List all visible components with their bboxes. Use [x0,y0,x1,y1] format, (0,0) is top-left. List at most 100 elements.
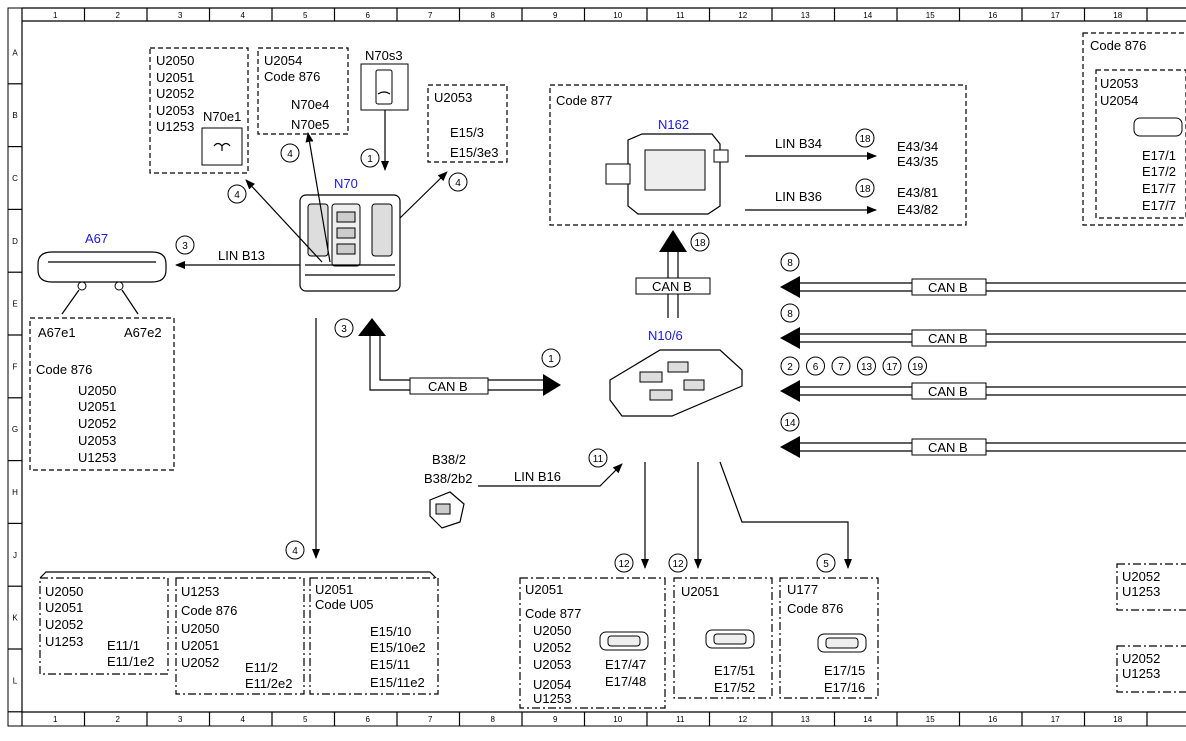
code-text: Code 876 [1090,38,1146,53]
bus-label: LIN B16 [514,469,561,484]
ref-circle: 13 [861,362,873,373]
code-text: U2052 [45,617,83,632]
ref-circle: 4 [287,149,293,160]
code-text: U2053 [78,433,116,448]
item-text: E15/10e2 [370,640,426,655]
ref-circle: 3 [341,324,347,335]
ref-circle: 12 [618,559,630,570]
box-bottom-2 [175,577,305,695]
box-bottom-6 [779,577,879,699]
ref-circle: 4 [234,190,240,201]
b38-label: B38/2b2 [424,471,472,486]
code-text: U1253 [156,119,194,134]
code-text: U2051 [78,399,116,414]
can-arrow-up [659,230,687,252]
column-label: 1 [53,11,58,20]
item-text: E11/1 [107,638,140,653]
code-text: U2053 [434,90,472,105]
can-arrow-up [358,318,386,336]
ref-circle: 2 [787,362,793,373]
column-label: 8 [491,11,496,20]
column-label: 3 [178,715,183,724]
box-right-top [1082,32,1186,226]
item-text: E15/11 [370,657,410,672]
code-text: U2051 [45,600,83,615]
column-label: 14 [863,11,872,20]
item-text: N70e5 [291,117,329,132]
box-top-left [149,47,249,174]
code-text: U2052 [181,655,219,670]
item-text: E17/52 [714,680,755,695]
item-text: E17/7 [1142,198,1176,213]
box-right-bottom-2 [1116,645,1186,693]
code-text: U2054 [1100,93,1138,108]
box-bottom-4 [519,577,666,709]
code-text: Code 876 [264,69,320,84]
column-label: 14 [863,715,872,724]
box-u2053 [427,84,508,163]
code-text: Code 876 [181,603,237,618]
column-label: 15 [926,11,935,20]
group-brace [39,571,437,579]
code-text: U2052 [156,86,194,101]
code-text: U2050 [45,584,83,599]
code-text: U1253 [45,634,83,649]
item-text: N70e4 [291,97,329,112]
bus-label: CAN B [928,440,968,455]
lamp-icon [705,629,755,649]
column-label: 4 [241,11,246,20]
column-label: 2 [116,715,121,724]
n10-6-label: N10/6 [648,328,683,343]
row-label: L [13,676,18,685]
column-label: 10 [613,11,622,20]
ref-circle: 14 [784,418,796,429]
ref-circle: 7 [838,362,844,373]
ref-circle: 1 [367,154,373,165]
row-label: B [12,111,17,120]
ref-circle: 19 [912,362,924,373]
code-text: U1253 [1122,584,1160,599]
code-text: U2053 [1100,76,1138,91]
item-text: E43/35 [897,154,938,169]
row-label: E [12,300,17,309]
column-label: 2 [116,11,121,20]
column-label: 15 [926,715,935,724]
row-label: K [12,614,18,623]
row-label: C [12,174,18,183]
column-label: 17 [1051,715,1060,724]
ref-circle: 12 [672,559,684,570]
mic-icon [114,281,124,291]
bus-label: CAN B [428,379,468,394]
n70s3-label: N70s3 [365,48,403,63]
ref-circle: 6 [813,362,819,373]
item-text: E11/1e2 [107,654,154,669]
code-text: U2052 [78,416,116,431]
item-text: E15/3e3 [450,145,498,160]
column-label: 12 [738,715,747,724]
column-label: 11 [676,715,685,724]
lamp-icon [817,633,867,653]
ref-circle: 4 [292,546,298,557]
code-text: Code 877 [556,93,612,108]
box-code-877 [549,84,967,226]
mic-icon [77,281,87,291]
a67e2-label: A67e2 [124,325,162,340]
column-label: 3 [178,11,183,20]
column-label: 18 [1113,11,1122,20]
code-text: U2054 [533,677,571,692]
bus-label: CAN B [652,279,692,294]
bus-label: LIN B36 [775,189,822,204]
lamp-icon [599,631,649,651]
item-text: E17/1 [1142,148,1176,163]
column-label: 5 [303,715,308,724]
item-text: E43/81 [897,185,938,200]
row-label: G [12,425,18,434]
code-text: U2052 [1122,569,1160,584]
can-label-box [409,377,489,395]
a67-label: A67 [85,231,108,246]
item-text: E11/2 [245,660,278,675]
item-text: E17/2 [1142,164,1176,179]
item-text: E15/3 [450,125,484,140]
row-label: F [13,362,18,371]
